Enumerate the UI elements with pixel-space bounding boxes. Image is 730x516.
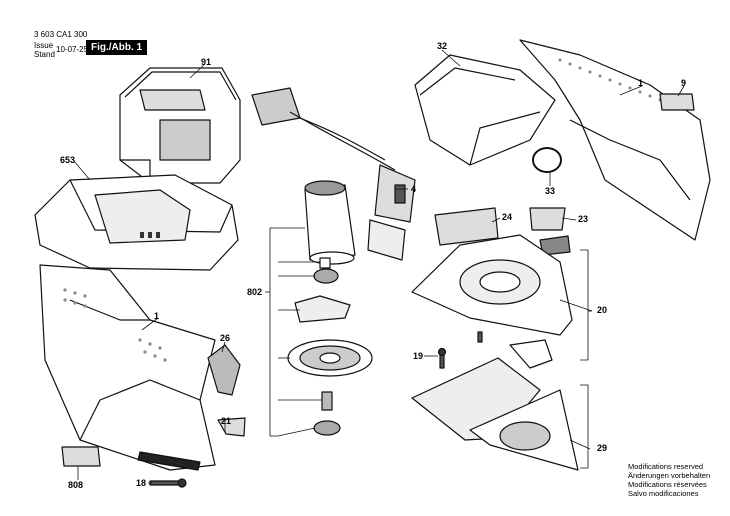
callout-21: 21 bbox=[221, 416, 232, 426]
callout-9: 9 bbox=[681, 78, 687, 88]
screw-19 bbox=[437, 347, 447, 369]
charger bbox=[34, 174, 239, 271]
circuit-board bbox=[367, 219, 406, 261]
slide-switch-26 bbox=[207, 344, 241, 396]
sanding-plate-29 bbox=[469, 389, 579, 471]
switch-4 bbox=[374, 164, 416, 223]
motor bbox=[304, 180, 356, 265]
callout-24: 24 bbox=[502, 212, 513, 222]
o-ring-33 bbox=[532, 147, 562, 173]
bearing-upper bbox=[313, 268, 339, 284]
label-9 bbox=[659, 93, 695, 111]
bracket-23 bbox=[529, 207, 566, 231]
note-line: Salvo modificaciones bbox=[628, 489, 699, 498]
eccentric-pin bbox=[321, 391, 333, 411]
figure-label: Fig./Abb. 1 bbox=[86, 40, 148, 55]
base-plate-20 bbox=[411, 234, 573, 336]
bracket-24 bbox=[434, 207, 499, 246]
fan-wheel bbox=[287, 339, 373, 377]
motor-housing-32 bbox=[414, 54, 556, 166]
leader-lines bbox=[73, 49, 685, 484]
callout-4: 4 bbox=[411, 184, 417, 194]
bearing-lower bbox=[313, 420, 341, 436]
callout-23: 23 bbox=[578, 214, 589, 224]
callout-653: 653 bbox=[60, 155, 76, 165]
stand-label: Stand bbox=[34, 50, 55, 59]
issue-label: Issue bbox=[34, 41, 54, 50]
note-line: Modifications réservées bbox=[628, 480, 707, 489]
motor-shaft bbox=[319, 257, 331, 269]
callout-1-left: 1 bbox=[154, 311, 160, 321]
callout-1-top: 1 bbox=[638, 78, 644, 88]
issue-date: 10-07-25 bbox=[56, 45, 89, 54]
callout-29: 29 bbox=[597, 443, 608, 453]
document-number: 3 603 CA1 300 bbox=[34, 30, 88, 39]
label-plate-808 bbox=[61, 446, 101, 467]
screw-18 bbox=[149, 478, 187, 488]
callout-19: 19 bbox=[413, 351, 424, 361]
cable-connector bbox=[251, 87, 396, 171]
battery-pack bbox=[119, 67, 241, 184]
callout-808: 808 bbox=[68, 480, 84, 490]
housing-half-left bbox=[39, 264, 216, 471]
callout-26: 26 bbox=[220, 333, 231, 343]
screw-small bbox=[477, 331, 483, 343]
callout-20: 20 bbox=[597, 305, 608, 315]
counterweight bbox=[294, 295, 351, 323]
modifications-notes: Modifications reserved Änderungen vorbeh… bbox=[628, 462, 710, 498]
gasket bbox=[509, 339, 553, 369]
note-line: Änderungen vorbehalten bbox=[628, 471, 711, 480]
callout-91: 91 bbox=[201, 57, 212, 67]
callout-32: 32 bbox=[437, 41, 448, 51]
note-line: Modifications reserved bbox=[628, 462, 704, 471]
callout-18: 18 bbox=[136, 478, 147, 488]
callout-802: 802 bbox=[247, 287, 263, 297]
callout-33: 33 bbox=[545, 186, 556, 196]
